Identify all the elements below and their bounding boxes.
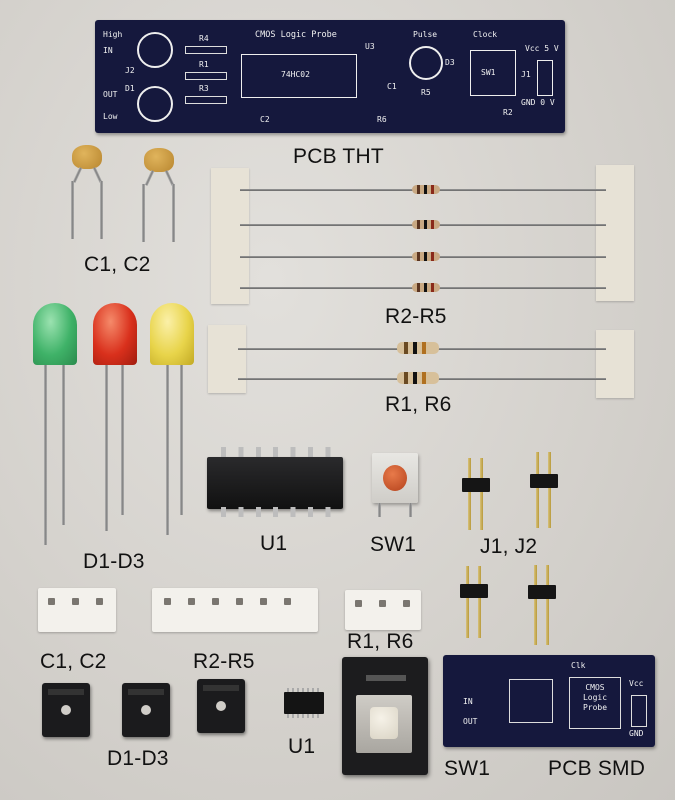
- label-d1-d3-tht: D1-D3: [83, 550, 145, 573]
- smd-silk-vcc: Vcc: [629, 679, 644, 688]
- ic-footprint: [241, 54, 357, 98]
- smd-silk-title: CMOS Logic Probe: [582, 683, 608, 712]
- smd-silk-clk: Clk: [571, 661, 586, 670]
- dip-ic-u1: [205, 447, 345, 519]
- silk-r3: R3: [199, 84, 209, 93]
- silk-r2: R2: [503, 108, 513, 117]
- smd-led-clip-1: [42, 683, 90, 737]
- label-j1-j2: J1, J2: [480, 535, 538, 558]
- silk-r6: R6: [377, 115, 387, 124]
- pin-header-j1-smd: [458, 566, 492, 638]
- label-sw1-tht: SW1: [370, 533, 417, 556]
- led-yellow: [150, 303, 196, 538]
- label-c1-c2-tht: C1, C2: [84, 253, 151, 276]
- resistor-body-r6: [397, 372, 439, 384]
- smd-header-footprint: [631, 695, 647, 727]
- label-r2-r5-tht: R2-R5: [385, 305, 447, 328]
- ceramic-capacitor-c1: [62, 145, 112, 240]
- silk-chip: 74HC02: [281, 70, 310, 79]
- smd-tape-r1-r6: [345, 590, 421, 630]
- label-r1-r6-smd: R1, R6: [347, 630, 414, 653]
- silk-d3: D3: [445, 58, 455, 67]
- silk-vcc: Vcc 5 V: [525, 44, 559, 53]
- header-footprint-j1: [537, 60, 553, 96]
- pulse-led-footprint: [409, 46, 443, 80]
- ceramic-capacitor-c2: [134, 148, 184, 243]
- pin-header-j2-smd: [526, 565, 560, 645]
- resistor-body-r4: [412, 252, 440, 261]
- label-pcb-tht: PCB THT: [293, 145, 384, 168]
- smd-tape-c1-c2: [38, 588, 116, 632]
- label-sw1-smd: SW1: [444, 757, 491, 780]
- label-u1-smd: U1: [288, 735, 316, 758]
- resistor-body-r2: [412, 185, 440, 194]
- smd-led-clip-2: [122, 683, 170, 737]
- label-u1-tht: U1: [260, 532, 288, 555]
- resistor-body-r3: [412, 220, 440, 229]
- smd-silk-out: OUT: [463, 717, 478, 726]
- silk-j1: J1: [521, 70, 531, 79]
- silk-c1: C1: [387, 82, 397, 91]
- silk-high: High: [103, 30, 123, 39]
- resistor-footprint-r4: [185, 46, 227, 54]
- silk-j2: J2: [125, 66, 135, 75]
- led-footprint-bottom: [137, 86, 173, 122]
- silk-r4: R4: [199, 34, 209, 43]
- label-pcb-smd: PCB SMD: [548, 757, 646, 780]
- silk-u3: U3: [365, 42, 375, 51]
- smd-tape-r2-r5: [152, 588, 318, 632]
- silk-in: IN: [103, 46, 113, 55]
- tape-right-r2-r5: [596, 165, 634, 301]
- tape-left-r1-r6: [208, 325, 246, 393]
- tactile-switch-sw1: [372, 453, 420, 519]
- resistor-body-r1: [397, 342, 439, 354]
- silk-d1: D1: [125, 84, 135, 93]
- smd-switch-sw1: [342, 657, 428, 775]
- silk-r5: R5: [421, 88, 431, 97]
- led-red: [93, 303, 139, 533]
- smd-led-clip-3: [197, 679, 245, 733]
- silk-gnd: GND 0 V: [521, 98, 555, 107]
- silk-low: Low: [103, 112, 118, 121]
- resistor-body-r5: [412, 283, 440, 292]
- resistor-footprint-r1: [185, 72, 227, 80]
- pin-header-j2: [528, 452, 562, 528]
- switch-footprint: [470, 50, 516, 96]
- label-r2-r5-smd: R2-R5: [193, 650, 255, 673]
- smd-ic-u1: [284, 688, 324, 718]
- led-green: [33, 303, 79, 548]
- pcb-smd-board: Clk IN OUT CMOS Logic Probe Vcc GND: [443, 655, 655, 747]
- silk-title: CMOS Logic Probe: [255, 30, 337, 40]
- label-d1-d3-smd: D1-D3: [107, 747, 169, 770]
- smd-switch-footprint: [569, 677, 621, 729]
- smd-ic-footprint: [509, 679, 553, 723]
- silk-clock: Clock: [473, 30, 498, 39]
- pcb-tht-board: High IN OUT Low J2 D1 R4 R1 R3 CMOS Logi…: [95, 20, 565, 133]
- label-c1-c2-smd: C1, C2: [40, 650, 107, 673]
- smd-silk-in: IN: [463, 697, 473, 706]
- resistor-footprint-r3: [185, 96, 227, 104]
- silk-pulse: Pulse: [413, 30, 438, 39]
- silk-sw1: SW1: [481, 68, 496, 77]
- silk-r1: R1: [199, 60, 209, 69]
- label-r1-r6-tht: R1, R6: [385, 393, 452, 416]
- silk-c2: C2: [260, 115, 270, 124]
- smd-silk-gnd: GND: [629, 729, 644, 738]
- tape-right-r1-r6: [596, 330, 634, 398]
- silk-out: OUT: [103, 90, 118, 99]
- pin-header-j1: [460, 458, 494, 530]
- led-footprint-top: [137, 32, 173, 68]
